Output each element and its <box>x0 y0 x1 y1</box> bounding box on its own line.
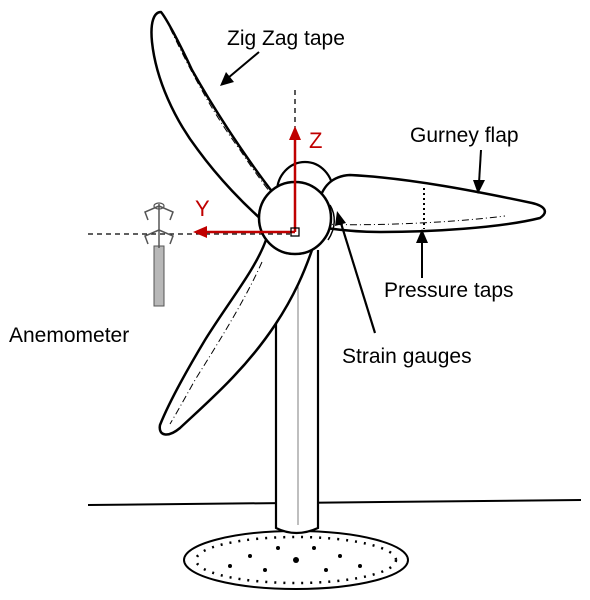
z-axis-label: Z <box>309 128 323 153</box>
anemometer-icon <box>144 202 174 307</box>
anemometer-label: Anemometer <box>9 324 130 347</box>
origin-marker <box>290 227 300 237</box>
blade-right <box>316 173 547 234</box>
y-axis-label: Y <box>195 196 210 221</box>
gurney-flap-label: Gurney flap <box>410 124 519 147</box>
ground-line <box>87 499 582 506</box>
blade-lower <box>158 238 314 436</box>
strain-gauges-label: Strain gauges <box>342 345 472 368</box>
tower <box>274 250 320 535</box>
zigzag-tape-label: Zig Zag tape <box>227 27 345 50</box>
base-disc <box>183 530 409 590</box>
annotation-arrows <box>220 51 485 334</box>
pressure-taps-label: Pressure taps <box>384 279 514 302</box>
blade-upper <box>150 10 276 222</box>
zigzag-tape-line <box>169 27 271 193</box>
coordinate-arrows <box>193 126 301 238</box>
